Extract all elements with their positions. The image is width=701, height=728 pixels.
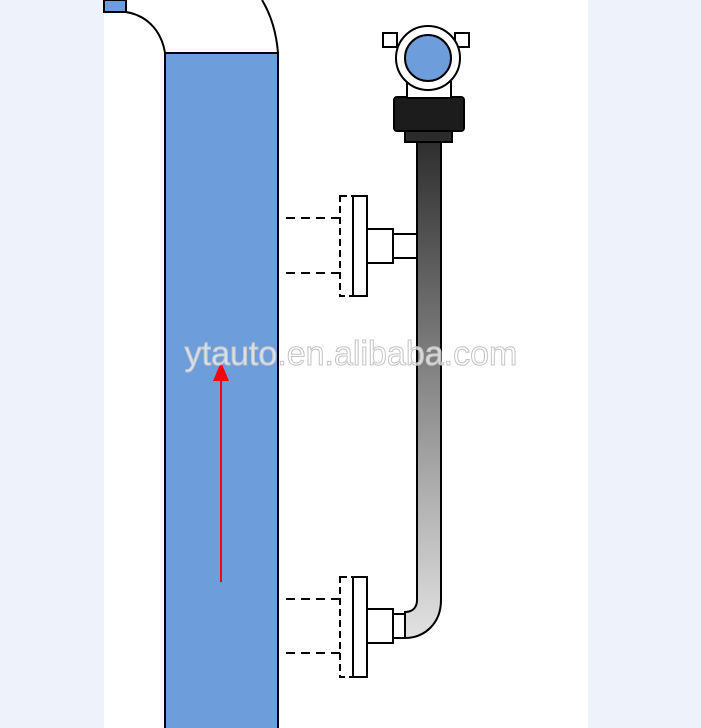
- tank-top-nozzle: [103, 0, 127, 13]
- capillary-pipe: [404, 139, 442, 640]
- watermark-text: ytauto.en.alibaba.com: [185, 335, 518, 373]
- transmitter-left-cap: [382, 32, 398, 48]
- arrow-up-icon: [213, 362, 229, 381]
- transmitter-body: [393, 96, 465, 132]
- lower-flange: [339, 576, 406, 678]
- transmitter-display: [404, 34, 452, 82]
